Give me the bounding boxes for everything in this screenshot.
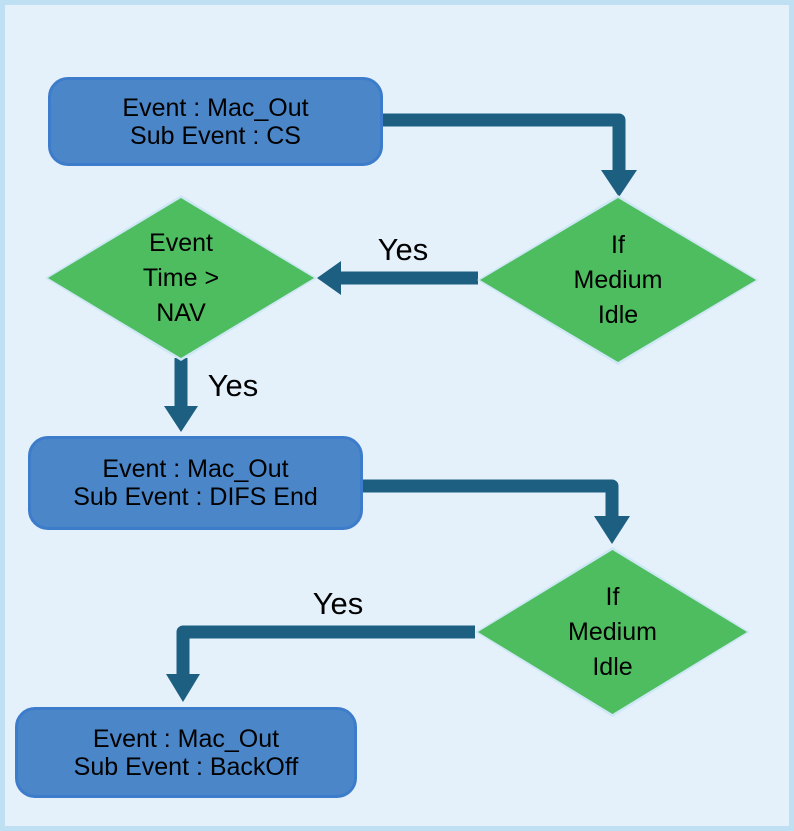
- process-node-mac-out-backoff: Event : Mac_Out Sub Event : BackOff: [15, 707, 357, 798]
- edge-label-yes-3: Yes: [312, 586, 364, 621]
- decision-node-if-medium-idle-1: If Medium Idle: [477, 195, 759, 365]
- process-node-line: Event : Mac_Out: [102, 455, 289, 483]
- edge-label-yes-2: Yes: [207, 368, 259, 403]
- process-node-line: Sub Event : BackOff: [73, 752, 299, 781]
- decision-node-line: NAV: [156, 298, 206, 327]
- decision-node-event-time-nav: Event Time > NAV: [45, 195, 317, 361]
- decision-node-line: Event: [149, 228, 213, 257]
- edge-label-yes-1: Yes: [377, 232, 429, 267]
- process-node-line: Event : Mac_Out: [122, 93, 309, 122]
- decision-node-line: Idle: [592, 652, 633, 681]
- process-node-mac-out-difs-end: Event : Mac_Out Sub Event : DIFS End: [28, 436, 363, 530]
- arrow-decision3-to-box3: [166, 625, 475, 702]
- arrow-box2-to-decision3: [363, 479, 630, 544]
- decision-node-line: Medium: [573, 265, 663, 294]
- decision-node-line: If: [605, 582, 620, 611]
- process-node-line: Event : Mac_Out: [92, 724, 280, 753]
- decision-node-if-medium-idle-2: If Medium Idle: [475, 547, 750, 717]
- process-node-line: Sub Event : DIFS End: [73, 483, 318, 511]
- decision-node-line: If: [611, 230, 625, 259]
- decision-node-line: Time >: [142, 263, 220, 292]
- arrow-decision1-to-decision2: [317, 261, 478, 295]
- decision-node-line: Medium: [568, 617, 657, 646]
- arrow-box1-to-decision1: [383, 113, 637, 197]
- process-node-mac-out-cs: Event : Mac_Out Sub Event : CS: [48, 77, 383, 166]
- arrow-decision2-to-box2: [164, 358, 198, 432]
- process-node-line: Sub Event : CS: [130, 121, 301, 150]
- decision-node-line: Idle: [597, 300, 639, 329]
